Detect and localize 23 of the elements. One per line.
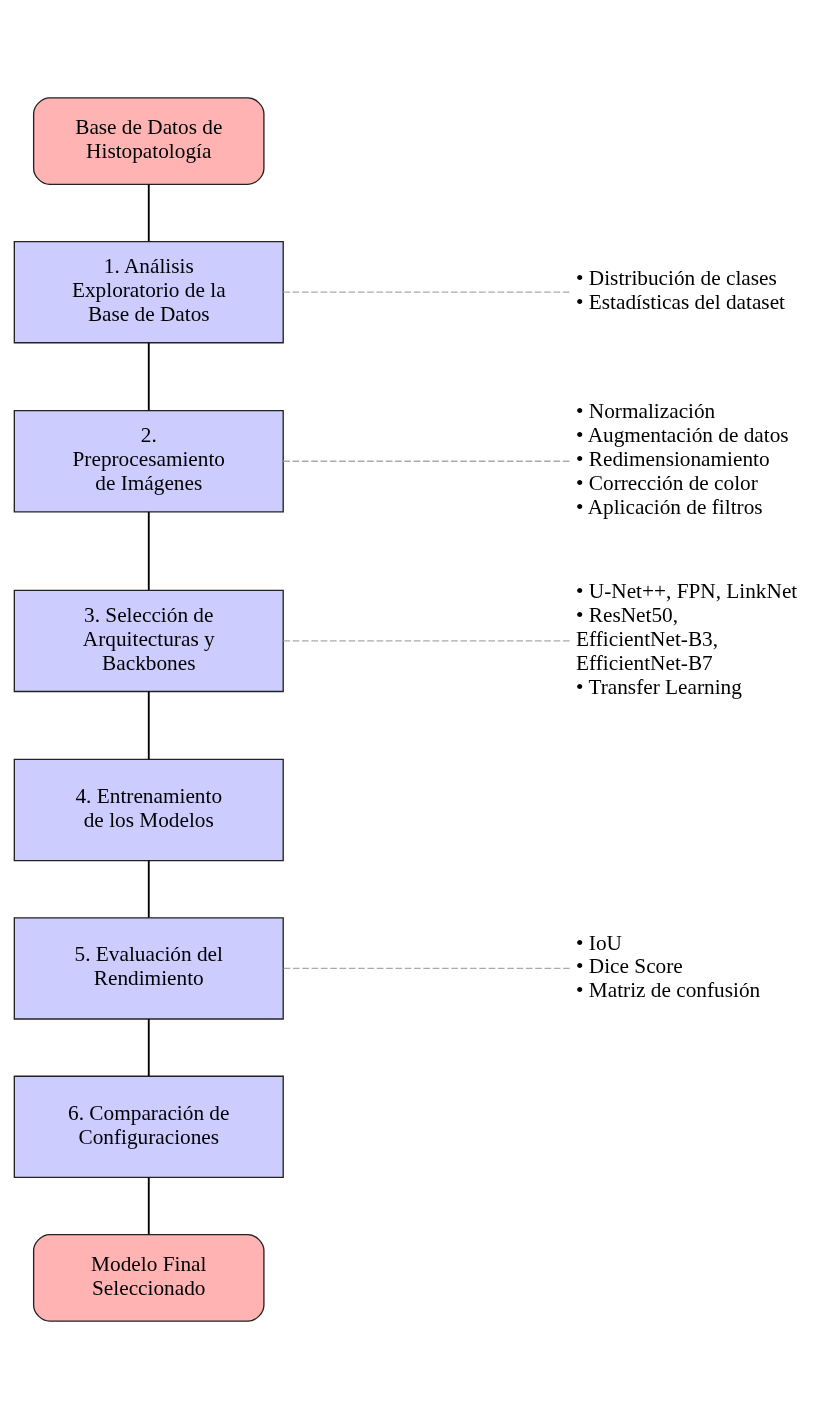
node-box: 4. Entrenamiento de los Modelos [13, 758, 284, 862]
node-box: Base de Datos de Histopatología [32, 97, 265, 186]
node-box: 1. Análisis Exploratorio de la Base de Datos [13, 240, 284, 344]
connector [147, 690, 150, 761]
connector [147, 1018, 150, 1077]
node-box: 6. Comparación de Configuraciones [13, 1075, 284, 1179]
node-box: 2. Preprocesamiento de Imágenes [13, 410, 284, 513]
connector [282, 967, 571, 970]
connector [282, 640, 571, 642]
connector [147, 183, 150, 243]
node-text: • Distribución de clases • Estadísticas del dataset [575, 266, 785, 315]
connector [147, 510, 150, 591]
node-text: • Normalización • Augmentación de datos • Redimensionamiento • Corrección de color • Aplicación de filtros [575, 399, 789, 520]
node-text: • U-Net++, FPN, LinkNet • ResNet50, EfficientNet-B3, EfficientNet-B7 • Transfer Learning [575, 579, 797, 699]
connector [147, 342, 150, 412]
connector [282, 460, 571, 462]
node-text: • IoU • Dice Score • Matriz de confusión [575, 930, 760, 1003]
node-box: 5. Evaluación del Rendimiento [13, 917, 284, 1020]
node-box: Modelo Final Seleccionado [32, 1233, 265, 1322]
connector [147, 1176, 150, 1236]
node-box: 3. Selección de Arquitecturas y Backbones [13, 589, 284, 693]
connector [147, 859, 150, 919]
connector [282, 291, 571, 293]
